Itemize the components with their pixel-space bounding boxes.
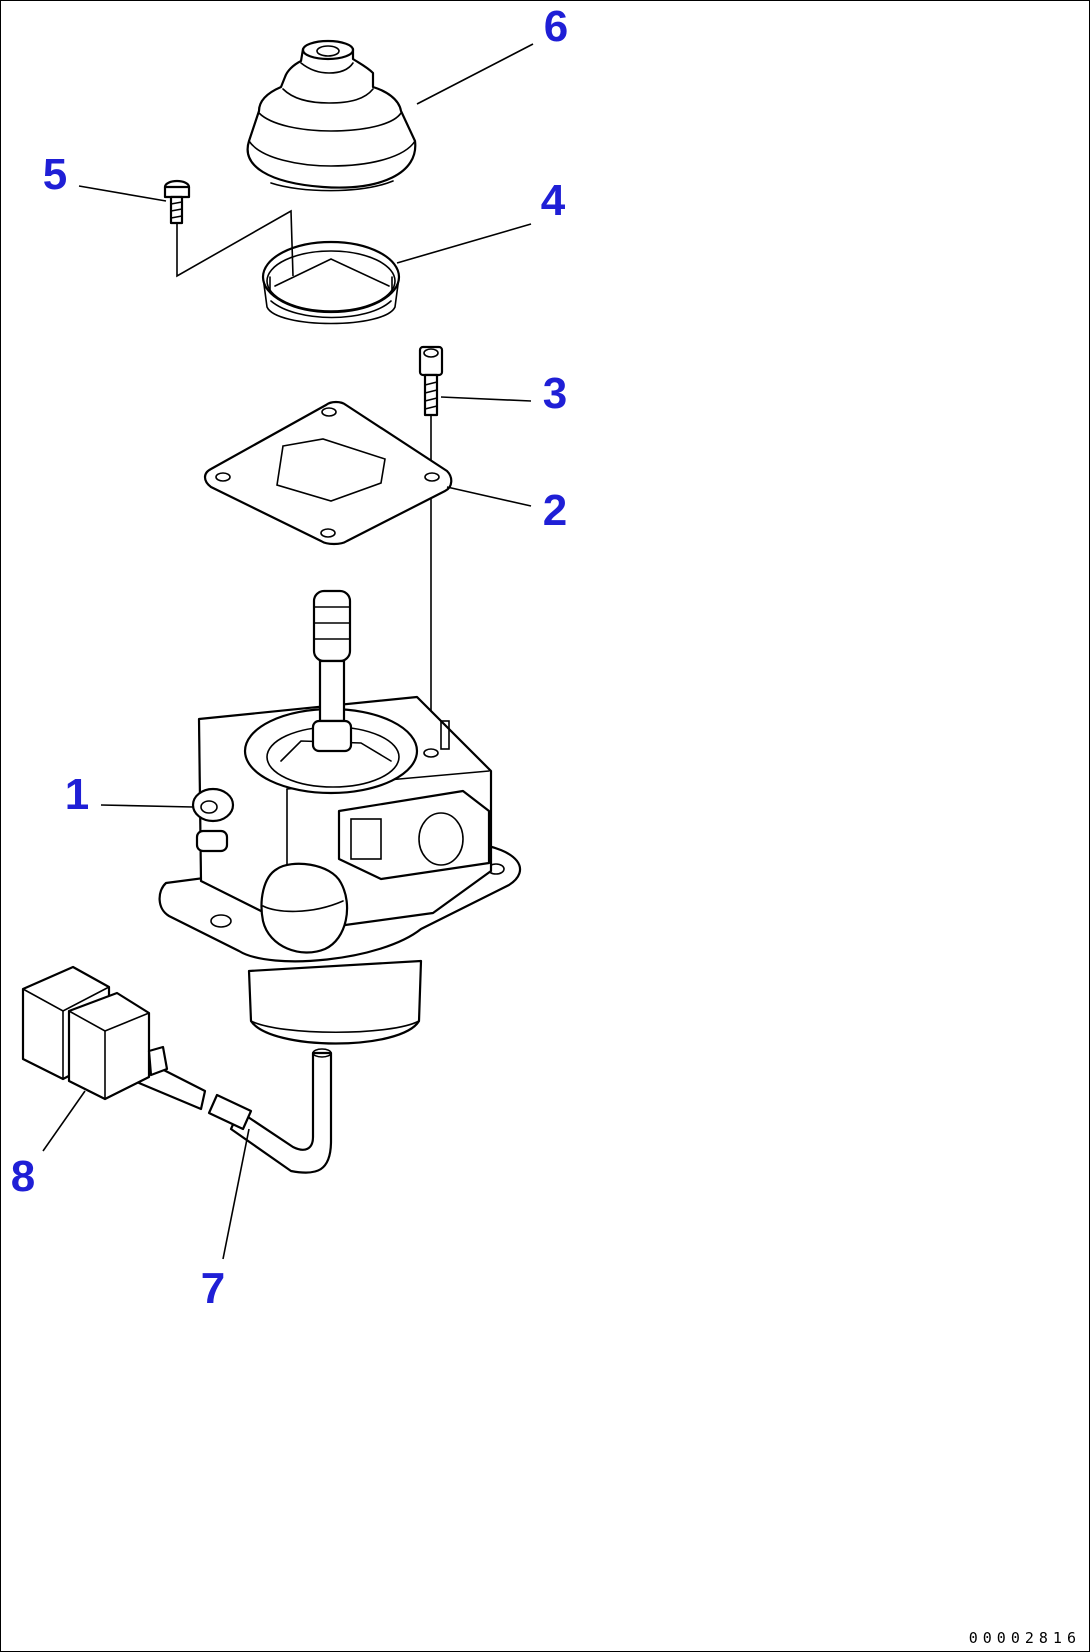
- part-3-bolt: [418, 345, 444, 753]
- drawing-number: 00002816: [968, 1629, 1081, 1647]
- callout-2: 2: [542, 486, 568, 535]
- part-8-connector: [21, 965, 169, 1101]
- leader-lines: [42, 43, 534, 1260]
- callout-8: 8: [10, 1152, 36, 1201]
- part-1-valve-body: [158, 589, 522, 1045]
- callout-6: 6: [543, 2, 569, 51]
- callout-1: 1: [64, 770, 90, 819]
- callout-4: 4: [540, 176, 566, 225]
- part-4-ring: [261, 240, 401, 325]
- part-5-screw: [163, 179, 294, 278]
- callout-5: 5: [42, 150, 68, 199]
- part-2-plate: [203, 400, 453, 546]
- callout-7: 7: [200, 1264, 226, 1313]
- part-6-boot: [246, 39, 417, 192]
- callout-3: 3: [542, 369, 568, 418]
